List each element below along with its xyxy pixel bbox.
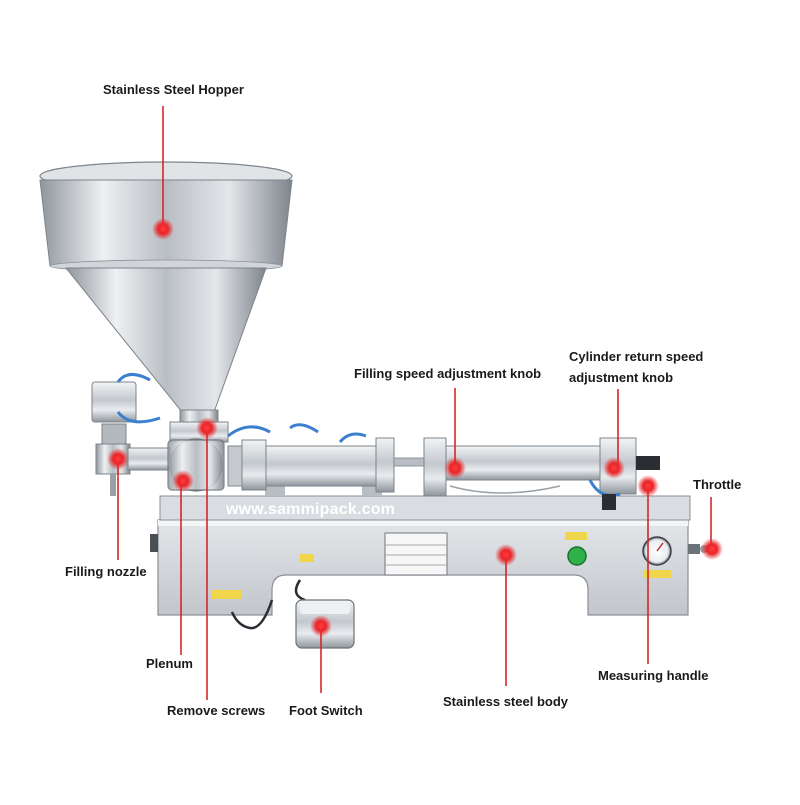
air-cylinder [423,437,660,510]
stainless-body [150,519,708,630]
label-throttle: Throttle [693,477,742,492]
label-remove-screws: Remove screws [167,703,266,718]
marker-filling-speed [444,457,466,479]
marker-plenum [172,470,194,492]
marker-cylinder-return [603,457,625,479]
label-cylinder-return-line2: adjustment knob [569,370,674,385]
label-plenum: Plenum [146,656,193,671]
marker-throttle [701,538,723,560]
label-filling-nozzle: Filling nozzle [65,564,147,579]
marker-filling-nozzle [107,448,129,470]
callout-markers [107,218,723,637]
label-foot-switch: Foot Switch [289,703,363,718]
marker-remove-screws [196,417,218,439]
label-hopper: Stainless Steel Hopper [103,82,244,97]
label-cylinder-return-line1: Cylinder return speed [569,349,704,364]
hopper [39,161,293,431]
leader-lines [117,106,712,700]
marker-body [495,544,517,566]
watermark-text: www.sammipack.com [226,501,396,518]
nozzle-assembly [91,373,171,496]
label-stainless-body: Stainless steel body [443,694,568,709]
marker-measuring [637,475,659,497]
label-measuring-handle: Measuring handle [598,668,709,683]
material-cylinder [227,423,431,493]
marker-hopper [152,218,174,240]
marker-foot-switch [310,615,332,637]
label-filling-speed: Filling speed adjustment knob [354,366,542,381]
